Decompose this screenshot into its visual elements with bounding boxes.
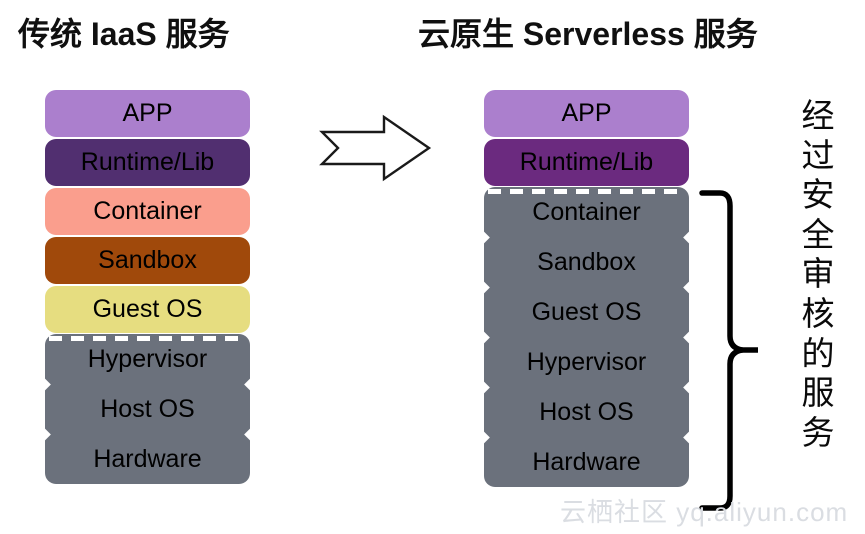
- layer-label: Hardware: [532, 447, 641, 476]
- layer-label: APP: [122, 99, 173, 127]
- layer-sandbox-right[interactable]: Sandbox: [484, 237, 689, 287]
- layer-label: Sandbox: [537, 247, 636, 276]
- security-audited-service-label: 经 过 安 全 审 核 的 服 务: [801, 96, 835, 452]
- layer-host-os-right[interactable]: Host OS: [484, 387, 689, 437]
- layer-label: Runtime/Lib: [80, 148, 215, 176]
- layer-hardware-right[interactable]: Hardware: [484, 437, 689, 487]
- layer-container-right[interactable]: Container: [484, 187, 689, 237]
- right-arrow-icon: [319, 114, 432, 182]
- layer-app-left[interactable]: APP: [45, 90, 250, 137]
- layer-label: Guest OS: [531, 297, 642, 326]
- layer-hypervisor-left[interactable]: Hypervisor: [45, 334, 250, 384]
- layer-label: APP: [561, 99, 612, 127]
- layer-host-os-left[interactable]: Host OS: [45, 384, 250, 434]
- layer-hardware-left[interactable]: Hardware: [45, 434, 250, 484]
- layer-label: Hypervisor: [87, 344, 208, 373]
- layer-app-right[interactable]: APP: [484, 90, 689, 137]
- cloud-native-serverless-stack: APP Runtime/Lib Container Sandbox Guest …: [484, 90, 689, 487]
- host-infrastructure-group-left: Hypervisor Host OS Hardware: [45, 334, 250, 484]
- layer-label: Container: [93, 197, 202, 225]
- layer-label: Hypervisor: [526, 347, 647, 376]
- traditional-iaas-stack: APP Runtime/Lib Container Sandbox Guest …: [45, 90, 250, 484]
- layer-label: Guest OS: [92, 295, 203, 323]
- layer-label: Host OS: [539, 397, 634, 426]
- layer-hypervisor-right[interactable]: Hypervisor: [484, 337, 689, 387]
- layer-guest-os-right[interactable]: Guest OS: [484, 287, 689, 337]
- layer-label: Hardware: [93, 444, 202, 473]
- layer-guest-os-left[interactable]: Guest OS: [45, 286, 250, 333]
- layer-label: Host OS: [100, 394, 195, 423]
- layer-runtime-lib-right[interactable]: Runtime/Lib: [484, 139, 689, 186]
- layer-label: Sandbox: [98, 246, 197, 274]
- layer-sandbox-left[interactable]: Sandbox: [45, 237, 250, 284]
- layer-container-left[interactable]: Container: [45, 188, 250, 235]
- layer-label: Container: [532, 197, 641, 226]
- left-stack-title: 传统 IaaS 服务: [18, 16, 230, 52]
- watermark-text: 云栖社区 yq.aliyun.com: [560, 497, 849, 527]
- right-stack-title: 云原生 Serverless 服务: [418, 16, 758, 52]
- curly-brace-icon: [699, 190, 758, 511]
- managed-infrastructure-group-right: Container Sandbox Guest OS Hypervisor Ho…: [484, 187, 689, 487]
- layer-label: Runtime/Lib: [519, 148, 654, 176]
- layer-runtime-lib-left[interactable]: Runtime/Lib: [45, 139, 250, 186]
